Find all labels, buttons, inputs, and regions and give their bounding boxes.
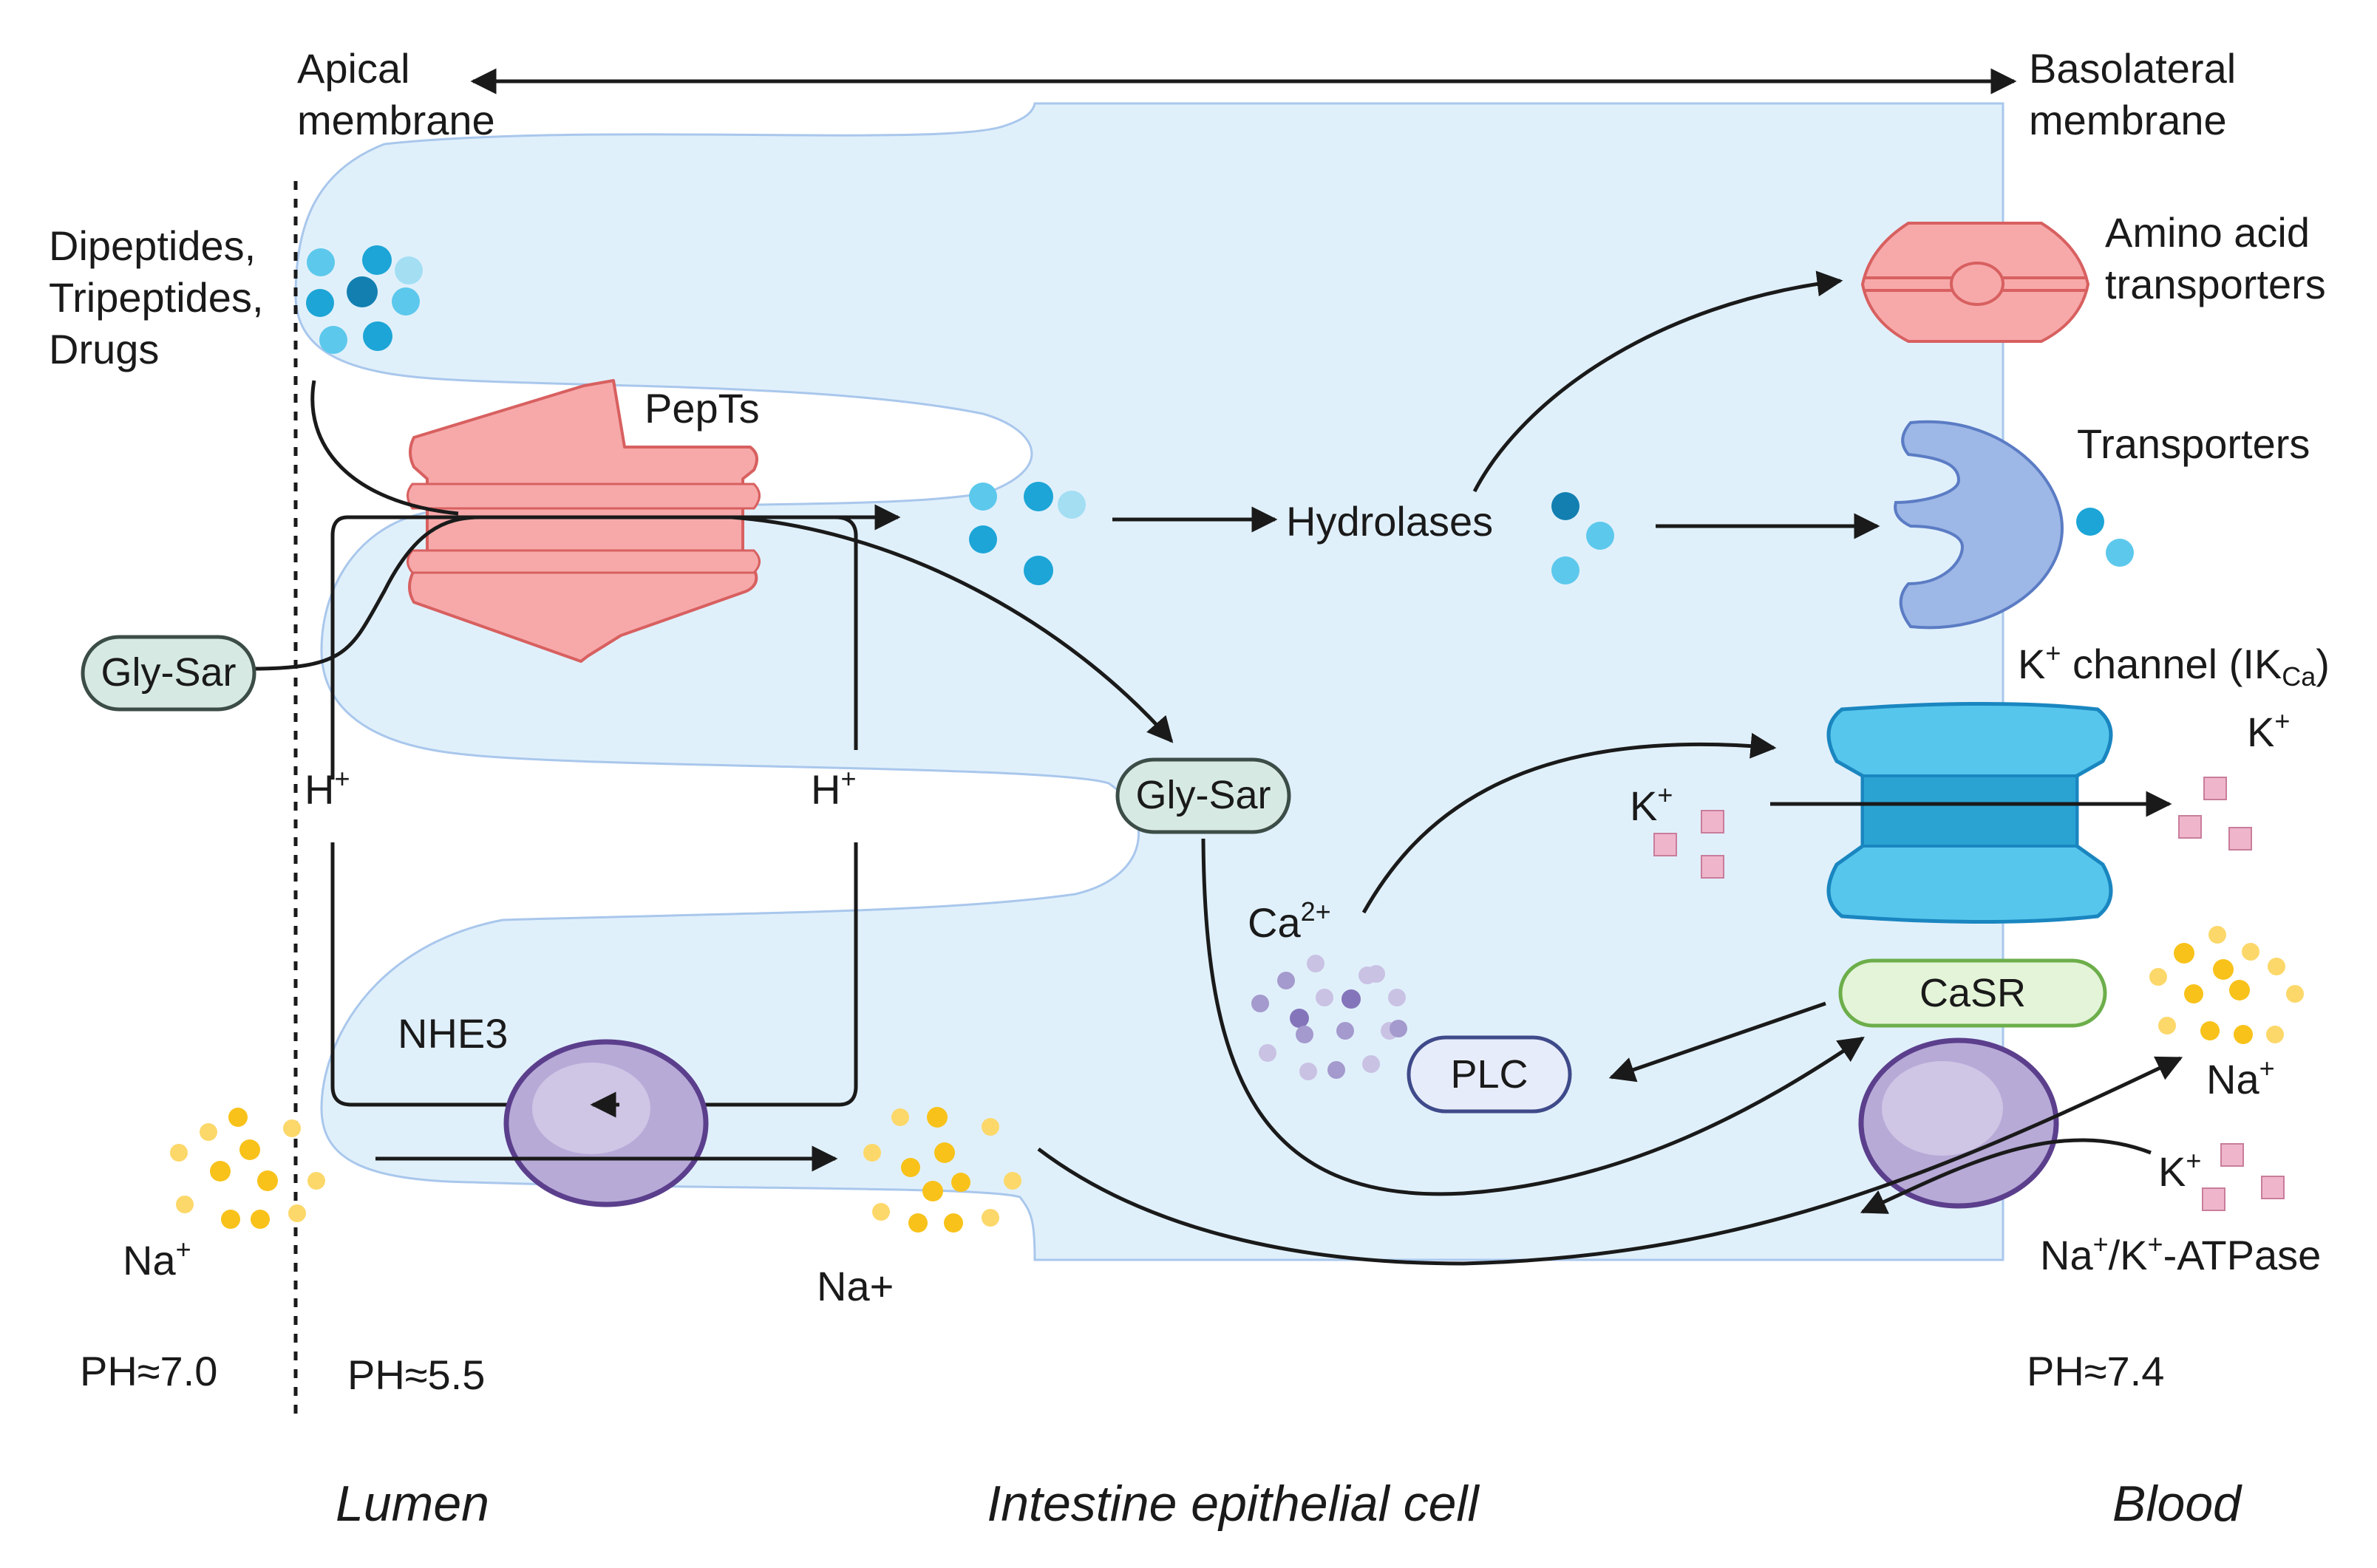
substrate-entry-curve: [310, 380, 459, 516]
ph-apical: PH≈5.5: [347, 1351, 485, 1398]
proton-label-left: H+: [305, 763, 350, 813]
amino-acid-cluster: [1551, 492, 1614, 584]
hydrolases-label: Hydrolases: [1286, 498, 1493, 545]
potassium-influx-curve: [1860, 1138, 2152, 1214]
sodium-cluster-blood: [2149, 926, 2304, 1044]
sodium-label-blood: Na+: [2206, 1053, 2275, 1102]
generic-transporter-label: Transporters: [2077, 420, 2310, 467]
apical-membrane-label-2: membrane: [297, 97, 495, 143]
ph-lumen: PH≈7.0: [80, 1348, 217, 1394]
amino-acid-cluster-blood: [2076, 508, 2134, 567]
potassium-label-atpase: K+: [2158, 1145, 2201, 1195]
gly-sar-entry-curve: [251, 515, 481, 671]
sodium-cluster-lumen: [170, 1108, 325, 1229]
apical-membrane-label-1: Apical: [297, 45, 410, 92]
amino-acid-transporter-label-1: Amino acid: [2105, 209, 2310, 256]
casr-to-plc-arrow: [1608, 1001, 1826, 1083]
substrate-label-1: Dipeptides,: [49, 222, 256, 269]
gly-sar-label-cell: Gly-Sar: [1135, 773, 1271, 817]
potassium-label-cell: K+: [1630, 780, 1673, 829]
plc-pill: [1407, 1035, 1572, 1114]
ph-blood: PH≈7.4: [2027, 1348, 2164, 1394]
peptide-cluster-lumen: [306, 245, 423, 354]
casr-label: CaSR: [1919, 971, 2026, 1015]
sodium-label-cell: Na+: [817, 1263, 894, 1309]
amino-acid-transporter-label-2: transporters: [2105, 261, 2326, 307]
nhe3-label: NHE3: [398, 1010, 508, 1057]
potassium-cluster-atpase: [2202, 1143, 2285, 1211]
substrate-label-2: Tripeptides,: [49, 274, 264, 321]
potassium-cluster-blood: [2178, 777, 2252, 851]
na-k-atpase-label: Na+/K+-ATPase: [2040, 1229, 2321, 1278]
calcium-label: Ca2+: [1248, 896, 1331, 946]
region-blood: Blood: [2112, 1476, 2242, 1532]
peptide-cluster-cell: [969, 482, 1086, 585]
sodium-efflux-curve: [1037, 1056, 2183, 1266]
basolateral-membrane-label-2: membrane: [2029, 97, 2227, 143]
potassium-label-blood: K+: [2247, 706, 2290, 755]
substrate-label-3: Drugs: [49, 326, 159, 372]
sodium-label-lumen: Na+: [123, 1234, 191, 1284]
calcium-cluster: [1251, 955, 1407, 1080]
gly-sar-label-lumen: Gly-Sar: [101, 650, 236, 695]
region-lumen: Lumen: [336, 1476, 489, 1532]
to-amino-acid-transporter-arrow: [1472, 270, 1843, 493]
gly-sar-to-cell-arrow: [731, 515, 1174, 743]
region-cell: Intestine epithelial cell: [987, 1476, 1480, 1532]
pept-label: PepTs: [645, 385, 760, 432]
proton-loop: [330, 515, 858, 780]
pept-transporter: [408, 379, 758, 663]
gly-sar-to-casr-arrow: [1201, 838, 1865, 1196]
potassium-cluster-cell: [1653, 810, 1724, 879]
generic-transporter: [1894, 420, 2064, 630]
proton-label-right: H+: [811, 763, 856, 813]
casr-pill: [1838, 958, 2107, 1028]
gly-sar-pill-cell: [1115, 757, 1291, 834]
ca-to-k-channel-arrow: [1361, 732, 1777, 914]
k-channel-label: K+ channel (IKCa): [2018, 638, 2330, 692]
basolateral-membrane-label-1: Basolateral: [2029, 45, 2236, 92]
gly-sar-pill-lumen: [81, 635, 256, 712]
plc-label: PLC: [1450, 1052, 1528, 1097]
sodium-cluster-cell: [863, 1107, 1021, 1233]
